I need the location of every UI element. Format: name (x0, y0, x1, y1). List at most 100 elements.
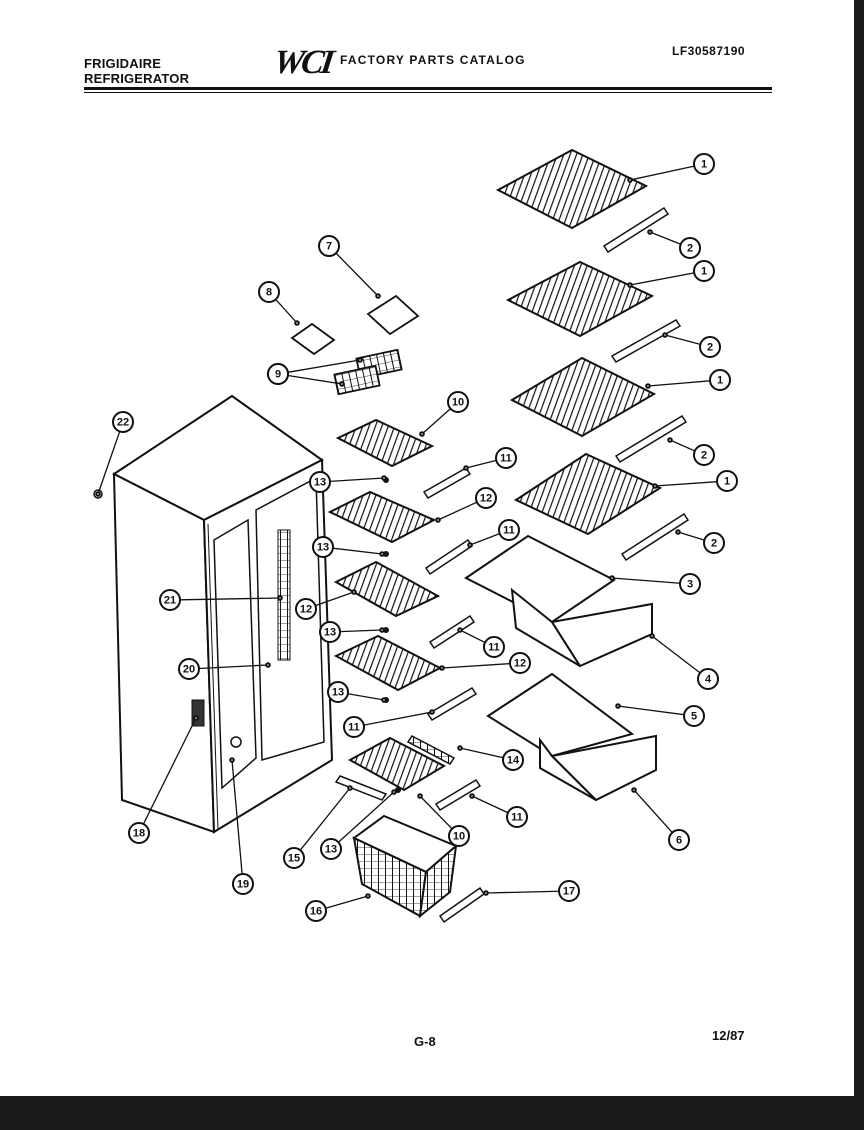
callout-number: 12 (300, 604, 312, 616)
leader-line (629, 165, 695, 181)
callout-number: 11 (500, 453, 512, 465)
catalog-date: 12/87 (712, 1028, 745, 1043)
leader-tip (652, 483, 658, 489)
callout-number: 12 (514, 658, 526, 670)
callout-number: 7 (326, 241, 332, 253)
callout-number: 13 (317, 542, 329, 554)
leader-tip (351, 589, 357, 595)
leader-tip (379, 551, 385, 557)
header-rule-thin (84, 92, 772, 93)
leader-line (421, 408, 451, 435)
leader-tip (429, 709, 435, 715)
callout-number: 21 (164, 595, 176, 607)
leader-line (315, 591, 355, 607)
callout-bubble (679, 237, 701, 259)
leader-tip (277, 595, 283, 601)
refrigerator-cabinet (93, 394, 334, 834)
callout-bubble (309, 471, 331, 493)
callout-bubble (697, 668, 719, 690)
callout-bubble (232, 873, 254, 895)
leader-line (629, 272, 695, 286)
callout-number: 3 (687, 579, 693, 591)
product-type: REFRIGERATOR (84, 71, 190, 86)
leader-line (633, 789, 673, 834)
callout-bubble (483, 636, 505, 658)
leader-tip (347, 785, 353, 791)
leader-tip (193, 715, 199, 721)
callout-18: 18 (128, 715, 199, 844)
leader-line (332, 547, 383, 555)
scan-border-right (854, 0, 864, 1096)
leader-line (469, 532, 500, 546)
callout-bubble (668, 829, 690, 851)
shelf-rails (602, 206, 690, 562)
callout-11: 11 (469, 793, 528, 828)
callout-number: 13 (324, 627, 336, 639)
callout-number: 1 (701, 159, 707, 171)
callout-10: 10 (419, 391, 469, 437)
callout-21: 21 (159, 589, 283, 611)
callout-10: 10 (417, 793, 470, 847)
callout-bubble (703, 532, 725, 554)
fresh-food-shelves (495, 148, 663, 536)
leader-line (337, 791, 395, 843)
leader-line (654, 481, 718, 487)
callout-11: 11 (467, 519, 520, 548)
callout-bubble (267, 363, 289, 385)
callout-bubble (318, 235, 340, 257)
callout-2: 2 (675, 529, 725, 554)
callout-bubble (159, 589, 181, 611)
callout-number: 10 (452, 397, 464, 409)
callout-bubble (716, 470, 738, 492)
callout-bubble (683, 705, 705, 727)
callout-number: 14 (507, 755, 520, 767)
leader-tip (667, 437, 673, 443)
leader-tip (662, 332, 668, 338)
leader-tip (365, 893, 371, 899)
callout-20: 20 (178, 658, 271, 680)
leader-tip (649, 633, 655, 639)
callout-number: 11 (348, 722, 360, 734)
callout-12: 12 (435, 487, 497, 523)
callout-number: 9 (275, 369, 281, 381)
leader-tip (615, 703, 621, 709)
leader-tip (647, 229, 653, 235)
leader-line (142, 717, 197, 825)
leader-tip (339, 381, 345, 387)
leader-line (198, 664, 269, 670)
leader-tip (483, 890, 489, 896)
callout-number: 11 (511, 812, 523, 824)
callout-number: 2 (707, 342, 713, 354)
leader-line (325, 895, 369, 909)
leader-tip (609, 575, 615, 581)
leader-tip (381, 475, 387, 481)
callout-bubble (320, 838, 342, 860)
callout-bubble (112, 411, 134, 433)
callout-bubble (258, 281, 280, 303)
leader-tip (467, 542, 473, 548)
callout-bubble (699, 336, 721, 358)
callout-number: 19 (237, 879, 249, 891)
leader-tip (627, 282, 633, 288)
leader-tip (675, 529, 681, 535)
callout-1: 1 (627, 260, 715, 288)
leader-line (287, 374, 343, 385)
fitting-part (230, 736, 242, 748)
leader-line (275, 298, 298, 324)
callout-14: 14 (457, 745, 524, 771)
callout-12: 12 (439, 652, 531, 674)
callout-bubble (305, 900, 327, 922)
leader-line (664, 334, 701, 346)
leader-tip (229, 757, 235, 763)
callout-bubble (709, 369, 731, 391)
leader-tip (627, 177, 633, 183)
callout-number: 11 (503, 525, 515, 537)
freezer-bins (290, 294, 420, 396)
model-code: LF30587190 (672, 44, 746, 58)
brand-name: FRIGIDAIRE (84, 56, 162, 71)
callout-2: 2 (662, 332, 721, 358)
callout-number: 1 (724, 476, 730, 488)
callout-bubble (448, 825, 470, 847)
callout-1: 1 (652, 470, 738, 492)
leader-tip (381, 697, 387, 703)
